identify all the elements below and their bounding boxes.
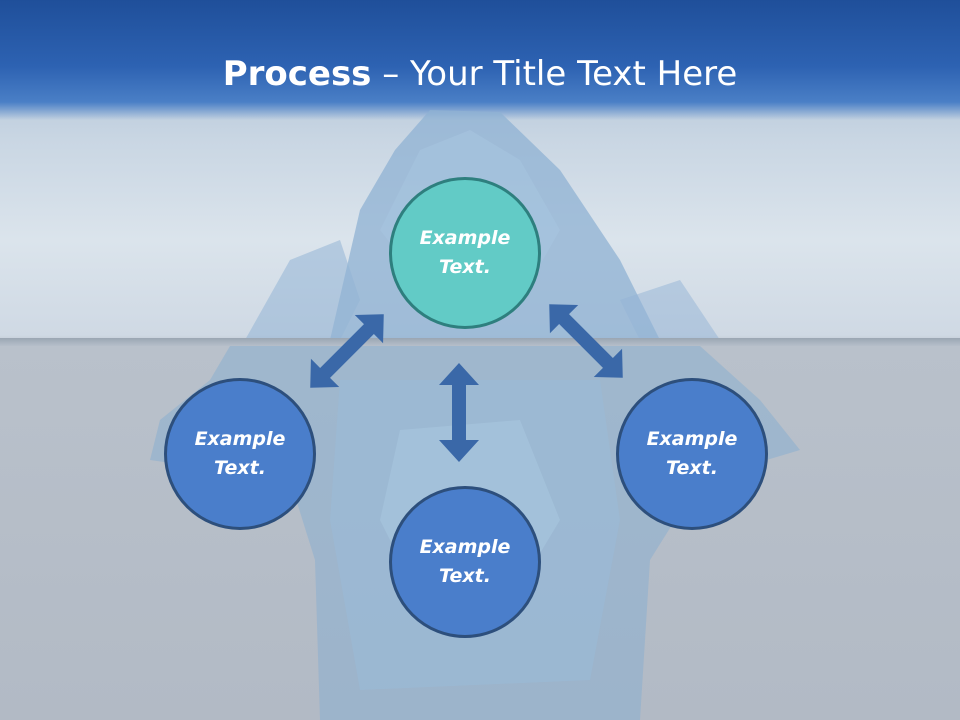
slide-title: Process – Your Title Text Here bbox=[0, 52, 960, 96]
node-right-text: Example Text. bbox=[646, 428, 738, 479]
node-left: Example Text. bbox=[164, 378, 316, 530]
node-bottom: Example Text. bbox=[389, 486, 541, 638]
arrow-vertical bbox=[439, 363, 479, 462]
node-bottom-text: Example Text. bbox=[419, 536, 511, 587]
arrow-top-right bbox=[549, 304, 623, 378]
node-right: Example Text. bbox=[616, 378, 768, 530]
node-left-text: Example Text. bbox=[194, 428, 286, 479]
node-top-text: Example Text. bbox=[419, 227, 511, 278]
title-bold: Process bbox=[222, 54, 372, 94]
arrow-top-left bbox=[310, 314, 384, 388]
node-top: Example Text. bbox=[389, 177, 541, 329]
title-band bbox=[0, 0, 960, 120]
title-rest: – Your Title Text Here bbox=[371, 54, 738, 94]
water-line bbox=[0, 338, 960, 346]
